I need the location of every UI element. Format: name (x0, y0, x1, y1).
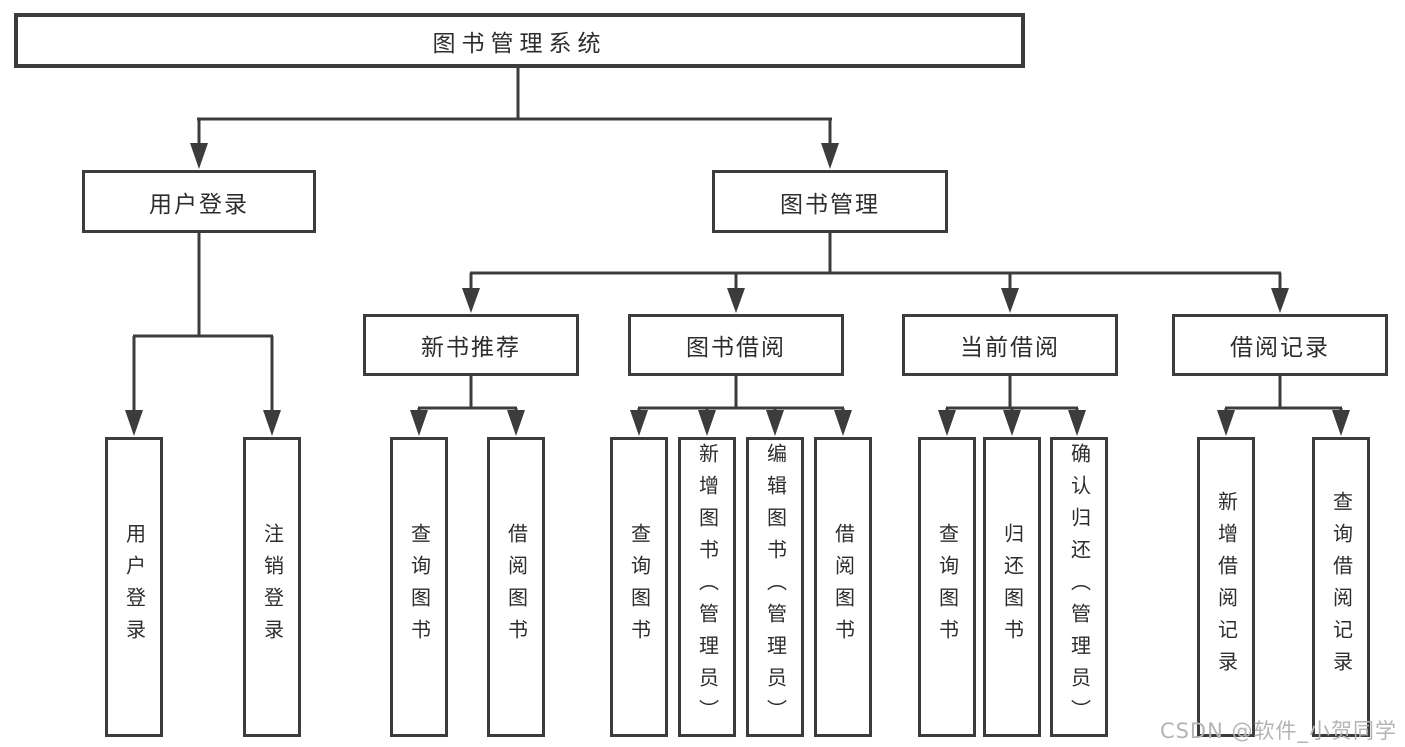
leaf-return-books: 归还图书 (983, 437, 1041, 737)
leaf-logout: 注销登录 (243, 437, 301, 737)
node-current-borrowing: 当前借阅 (902, 314, 1118, 376)
leaf-add-borrow-record: 新增借阅记录 (1197, 437, 1255, 737)
leaf-query-books-current: 查询图书 (918, 437, 976, 737)
leaf-query-books-borrow-label: 查询图书 (627, 523, 652, 651)
leaf-borrow-books-label: 借阅图书 (831, 523, 856, 651)
node-user-login: 用户登录 (82, 170, 316, 233)
leaf-query-books-recommend-label: 查询图书 (407, 523, 432, 651)
leaf-edit-books-admin-label: 编辑图书（管理员） (763, 443, 788, 731)
leaf-return-books-label: 归还图书 (1000, 523, 1025, 651)
leaf-query-borrow-record-label: 查询借阅记录 (1329, 491, 1354, 683)
leaf-add-borrow-record-label: 新增借阅记录 (1214, 491, 1239, 683)
arrowheads (125, 143, 1350, 436)
leaf-user-login: 用户登录 (105, 437, 163, 737)
node-new-book-recommendation: 新书推荐 (363, 314, 579, 376)
node-library-management-system: 图书管理系统 (14, 13, 1025, 68)
leaf-query-borrow-record: 查询借阅记录 (1312, 437, 1370, 737)
leaf-query-books-recommend: 查询图书 (390, 437, 448, 737)
leaf-borrow-books: 借阅图书 (814, 437, 872, 737)
node-book-management: 图书管理 (712, 170, 948, 233)
leaf-query-books-borrow: 查询图书 (610, 437, 668, 737)
leaf-borrow-books-recommend-label: 借阅图书 (504, 523, 529, 651)
leaf-borrow-books-recommend: 借阅图书 (487, 437, 545, 737)
leaf-user-login-label: 用户登录 (122, 523, 147, 651)
node-borrowing-records: 借阅记录 (1172, 314, 1388, 376)
leaf-edit-books-admin: 编辑图书（管理员） (746, 437, 804, 737)
leaf-query-books-current-label: 查询图书 (935, 523, 960, 651)
leaf-add-books-admin: 新增图书（管理员） (678, 437, 736, 737)
leaf-confirm-return-admin: 确认归还（管理员） (1050, 437, 1108, 737)
node-book-borrowing: 图书借阅 (628, 314, 844, 376)
leaf-logout-label: 注销登录 (260, 523, 285, 651)
leaf-confirm-return-admin-label: 确认归还（管理员） (1067, 443, 1092, 731)
leaf-add-books-admin-label: 新增图书（管理员） (695, 443, 720, 731)
csdn-watermark: CSDN @软件_小贺同学 (1159, 719, 1397, 743)
